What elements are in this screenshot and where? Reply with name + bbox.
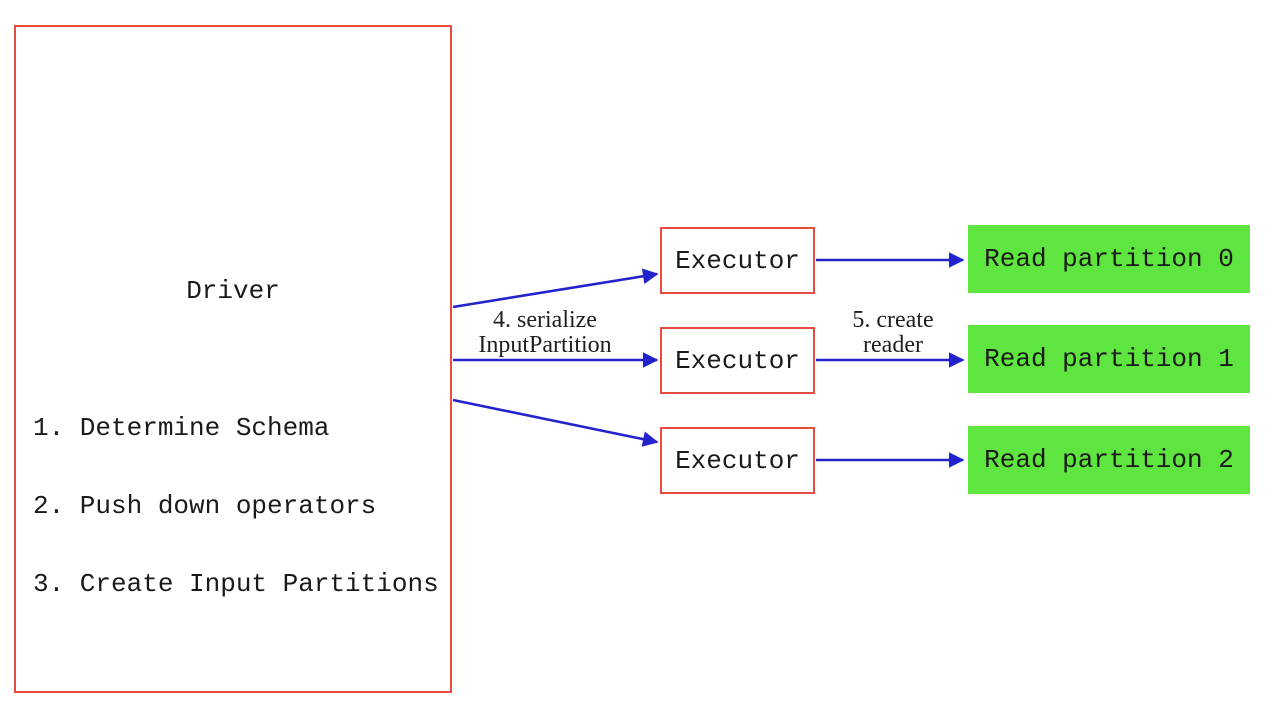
- serialize-inputpartition-label: 4. serialize InputPartition: [445, 308, 645, 358]
- read-partition-2-label: Read partition 2: [984, 445, 1234, 475]
- executor-2-label: Executor: [675, 345, 800, 376]
- executor-box-2: Executor: [660, 327, 815, 394]
- arrow-driver-to-executor-1: [452, 268, 659, 309]
- driver-step-2: 2. Push down operators: [33, 491, 377, 521]
- driver-steps-list: 1. Determine Schema 2. Push down operato…: [33, 363, 439, 649]
- arrow-driver-to-executor-3: [452, 398, 659, 447]
- driver-title: Driver: [186, 276, 280, 306]
- create-reader-label: 5. create reader: [818, 308, 968, 358]
- executor-1-label: Executor: [675, 245, 800, 276]
- driver-step-3: 3. Create Input Partitions: [33, 569, 439, 599]
- read-partition-0-box: Read partition 0: [968, 225, 1250, 293]
- read-partition-0-label: Read partition 0: [984, 244, 1234, 274]
- driver-box: Driver 1. Determine Schema 2. Push down …: [14, 25, 452, 693]
- executor-3-label: Executor: [675, 445, 800, 476]
- executor-box-1: Executor: [660, 227, 815, 294]
- create-reader-label-line1: 5. create: [852, 307, 934, 333]
- create-reader-label-line2: reader: [863, 332, 923, 358]
- serialize-label-line2: InputPartition: [478, 332, 612, 358]
- executor-box-3: Executor: [660, 427, 815, 494]
- driver-step-1: 1. Determine Schema: [33, 413, 330, 443]
- read-partition-1-box: Read partition 1: [968, 325, 1250, 393]
- serialize-label-line1: 4. serialize: [493, 307, 597, 333]
- read-partition-2-box: Read partition 2: [968, 426, 1250, 494]
- read-partition-1-label: Read partition 1: [984, 344, 1234, 374]
